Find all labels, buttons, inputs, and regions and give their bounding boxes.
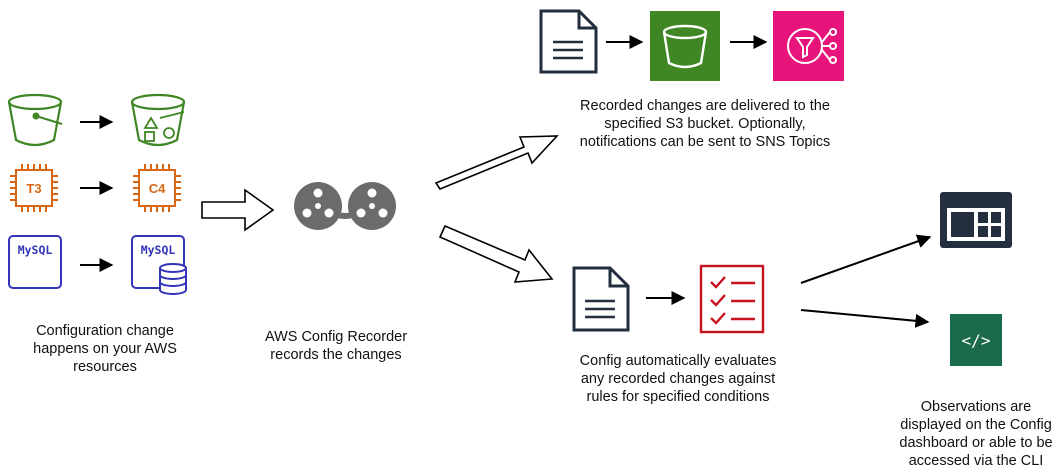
s3-bucket-objects-icon bbox=[130, 93, 186, 147]
chip-before-label: T3 bbox=[26, 181, 41, 196]
chip-after-label: C4 bbox=[149, 181, 166, 196]
observations-caption-line-2: displayed on the Config bbox=[900, 417, 1052, 433]
document-icon bbox=[539, 9, 598, 74]
recorder-reels-icon bbox=[294, 182, 396, 230]
cli-glyph: </> bbox=[962, 331, 991, 350]
evaluation-caption: Config automatically evaluates any recor… bbox=[553, 352, 803, 406]
s3-bucket-icon bbox=[7, 93, 63, 147]
evaluation-caption-line-3: rules for specified conditions bbox=[586, 389, 770, 405]
s3-service-icon bbox=[650, 11, 720, 81]
hollow-arrow-to-delivery bbox=[434, 135, 559, 190]
ec2-instance-changed-icon bbox=[133, 164, 181, 212]
evaluation-caption-line-1: Config automatically evaluates bbox=[579, 353, 777, 369]
resources-caption: Configuration change happens on your AWS… bbox=[10, 322, 200, 376]
recorder-caption-line-2: records the changes bbox=[270, 347, 402, 363]
ec2-instance-icon bbox=[10, 164, 58, 212]
delivery-caption-line-3: notifications can be sent to SNS Topics bbox=[579, 134, 831, 150]
resources-caption-line-2: happens on your AWS bbox=[33, 341, 177, 357]
observations-caption: Observations are displayed on the Config… bbox=[893, 398, 1059, 470]
document-icon-evaluation bbox=[572, 266, 630, 332]
evaluation-caption-line-2: any recorded changes against bbox=[580, 371, 776, 387]
observations-caption-line-4: accessed via the CLI bbox=[908, 453, 1044, 469]
sns-glyph bbox=[787, 28, 837, 64]
observations-caption-line-1: Observations are bbox=[920, 399, 1032, 415]
database-cylinder-icon bbox=[159, 263, 187, 295]
hollow-arrow-to-evaluation bbox=[438, 224, 554, 283]
arrow-to-dashboard bbox=[800, 234, 932, 284]
dashboard-icon bbox=[940, 192, 1012, 248]
db-before-label: MySQL bbox=[18, 243, 53, 257]
cli-icon bbox=[950, 314, 1002, 366]
rds-mysql-icon bbox=[8, 235, 62, 289]
rds-mysql-changed-icon bbox=[131, 235, 185, 289]
rules-checklist-icon bbox=[699, 264, 765, 334]
db-after-label: MySQL bbox=[141, 243, 176, 257]
resources-caption-line-3: resources bbox=[73, 359, 137, 375]
s3-bucket-glyph bbox=[662, 24, 708, 69]
arrow-to-cli bbox=[800, 309, 930, 328]
observations-caption-line-3: dashboard or able to be bbox=[899, 435, 1053, 451]
recorder-caption: AWS Config Recorder records the changes bbox=[236, 328, 436, 364]
delivery-caption: Recorded changes are delivered to the sp… bbox=[545, 97, 865, 151]
hollow-arrow-to-recorder bbox=[201, 188, 275, 232]
delivery-caption-line-2: specified S3 bucket. Optionally, bbox=[604, 116, 806, 132]
resources-caption-line-1: Configuration change bbox=[36, 323, 174, 339]
delivery-caption-line-1: Recorded changes are delivered to the bbox=[580, 98, 830, 114]
recorder-caption-line-1: AWS Config Recorder bbox=[264, 329, 408, 345]
